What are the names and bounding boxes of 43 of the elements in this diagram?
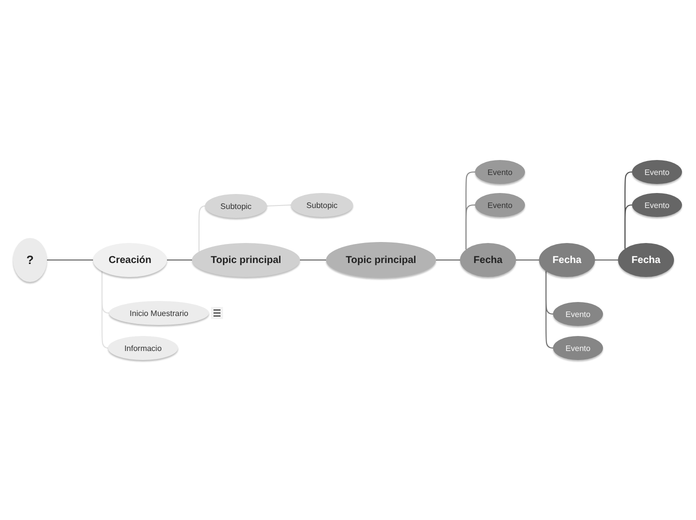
topic-ellipse: [109, 301, 209, 325]
topic-ellipse: [553, 302, 603, 326]
topic-label: Informacio: [124, 344, 162, 352]
topic-label: Fecha: [474, 254, 502, 266]
topic-label: Evento: [644, 200, 670, 210]
topic-ellipse: [475, 193, 525, 217]
connector-line: [266, 204, 292, 207]
topic-label: Evento: [488, 168, 512, 176]
topic-label: Fecha: [632, 254, 660, 266]
topic-ellipse: [93, 243, 167, 277]
topic-label: Creación: [108, 254, 152, 266]
connector-line: [47, 259, 93, 261]
topic-label: Inicio Muestrario: [130, 308, 188, 318]
connector-line: [167, 259, 192, 261]
topic-ellipse: [13, 238, 47, 282]
topic-label: Evento: [566, 310, 590, 318]
topic-ellipse: [291, 193, 353, 217]
connector-line: [624, 204, 632, 249]
connector-line: [595, 259, 618, 261]
topic-ellipse: [460, 243, 516, 277]
topic-label: Evento: [644, 168, 670, 176]
topic-ellipse: [108, 336, 178, 360]
connector-line: [516, 259, 539, 261]
topic-label: Fecha: [552, 254, 582, 266]
topic-label: Topic principal: [346, 254, 416, 266]
topic-ellipse: [475, 160, 525, 184]
topic-label: ?: [26, 253, 34, 267]
topic-label: Subtopic: [220, 202, 252, 210]
topic-ellipse: [632, 160, 682, 184]
connector-line: [436, 259, 460, 261]
connector-line: [465, 204, 475, 250]
topic-label: Subtopic: [306, 200, 338, 210]
topic-label: Evento: [488, 200, 512, 210]
connector-line: [300, 259, 326, 261]
topic-ellipse: [632, 193, 682, 217]
connector-line: [198, 205, 206, 252]
connector-line: [545, 271, 554, 349]
topic-ellipse: [539, 243, 595, 277]
topic-ellipse: [553, 336, 603, 360]
topic-ellipse: [205, 194, 267, 218]
topic-ellipse: [618, 243, 674, 277]
topic-label: Evento: [566, 344, 590, 352]
topic-label: Topic principal: [210, 254, 282, 266]
